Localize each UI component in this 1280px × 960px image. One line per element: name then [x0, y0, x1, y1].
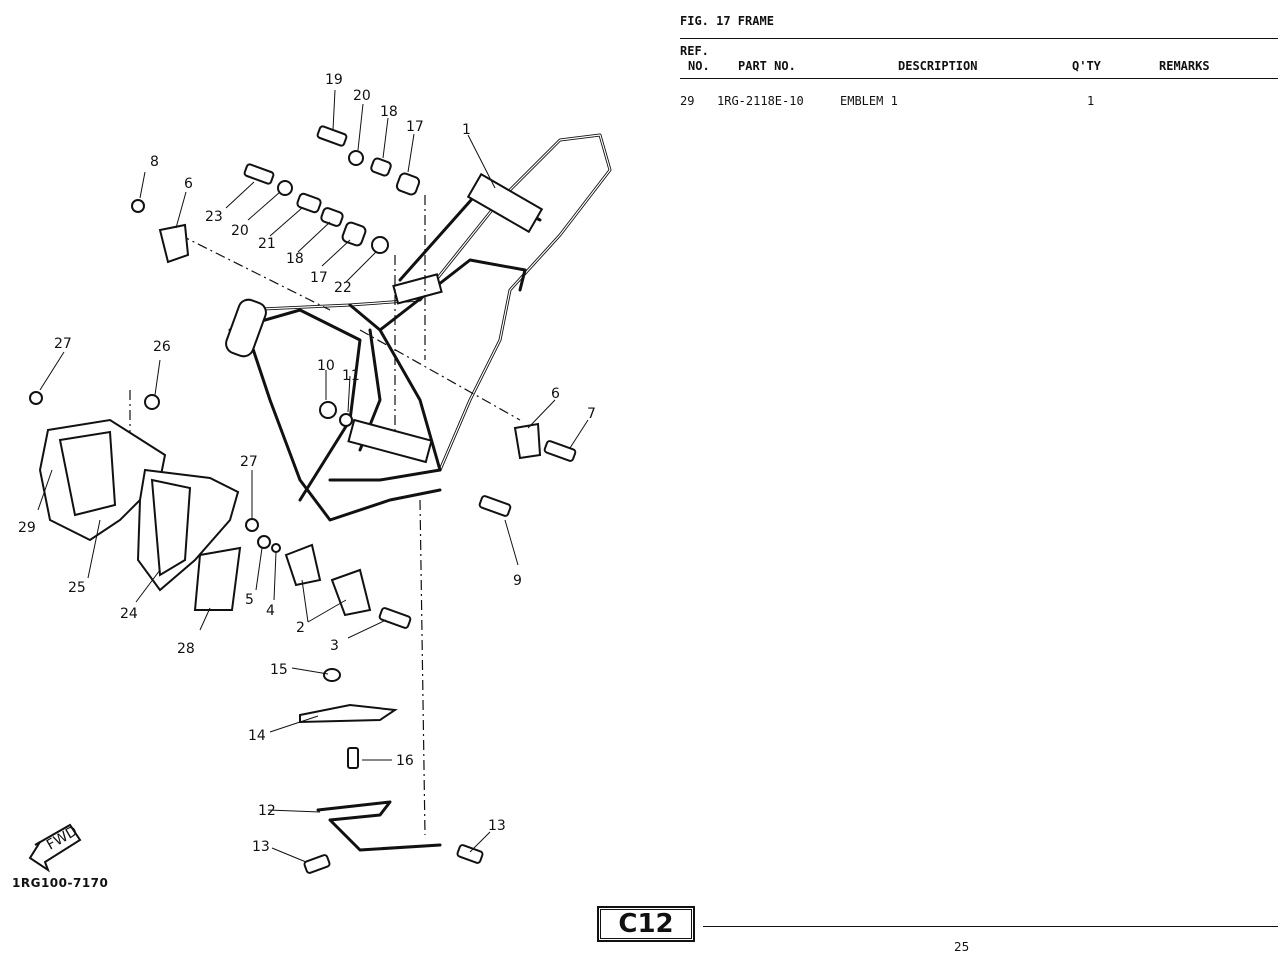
fastener-parts — [29, 125, 577, 874]
row-ref: 29 — [680, 94, 695, 108]
callout-5: 5 — [245, 592, 254, 608]
callout-15: 15 — [270, 662, 288, 678]
callout-20-lower: 20 — [231, 223, 249, 239]
callout-17-upper: 17 — [406, 119, 424, 135]
section-label: C12 — [597, 906, 695, 942]
callout-17-lower: 17 — [310, 270, 328, 286]
callout-22: 22 — [334, 280, 352, 296]
callout-28: 28 — [177, 641, 195, 657]
col-part-no: PART NO. — [738, 59, 796, 73]
col-qty: Q'TY — [1072, 59, 1101, 73]
fwd-arrow: FWD — [28, 823, 82, 873]
callout-18-upper: 18 — [380, 104, 398, 120]
figure-title: FIG. 17 FRAME — [680, 14, 774, 28]
callout-13-left: 13 — [252, 839, 270, 855]
col-description: DESCRIPTION — [898, 59, 978, 73]
callout-29: 29 — [18, 520, 36, 536]
row-qty: 1 — [1087, 94, 1095, 108]
callout-6-upper: 6 — [184, 176, 193, 192]
frame-assembly — [225, 133, 612, 522]
callout-16: 16 — [396, 753, 414, 769]
callout-21: 21 — [258, 236, 276, 252]
assembly-guide-lines — [129, 195, 521, 836]
callout-10: 10 — [317, 358, 335, 374]
callout-20-upper: 20 — [353, 88, 371, 104]
header-rule-top — [680, 38, 1278, 39]
callout-19: 19 — [325, 72, 343, 88]
col-ref-no-line1: REF. — [680, 44, 709, 58]
callout-6-lower: 6 — [551, 386, 560, 402]
callout-7: 7 — [587, 406, 596, 422]
callout-4: 4 — [266, 603, 275, 619]
callout-14: 14 — [248, 728, 266, 744]
callout-2: 2 — [296, 620, 305, 636]
row-description: EMBLEM 1 — [840, 94, 898, 108]
callout-8: 8 — [150, 154, 159, 170]
callout-3: 3 — [330, 638, 339, 654]
callout-26: 26 — [153, 339, 171, 355]
callout-numbers: 1 2 3 4 5 6 6 7 8 9 10 11 12 13 13 14 15… — [18, 72, 596, 855]
page-number: 25 — [954, 940, 970, 954]
callout-23: 23 — [205, 209, 223, 225]
exploded-frame-diagram: FWD — [18, 72, 612, 874]
col-remarks: REMARKS — [1159, 59, 1210, 73]
side-covers — [38, 418, 242, 611]
callout-27-right: 27 — [240, 454, 258, 470]
leader-lines — [37, 89, 589, 863]
row-part-no: 1RG-2118E-10 — [717, 94, 804, 108]
callout-18-lower: 18 — [286, 251, 304, 267]
header-rule-bottom — [680, 78, 1278, 79]
footer-rule — [703, 926, 1278, 927]
col-ref-no-line2: NO. — [688, 59, 710, 73]
callout-27-left: 27 — [54, 336, 72, 352]
callout-12: 12 — [258, 803, 276, 819]
callout-1: 1 — [462, 122, 471, 138]
callout-13-right: 13 — [488, 818, 506, 834]
diagram-code: 1RG100-7170 — [12, 876, 109, 890]
callout-11: 11 — [342, 368, 360, 384]
callout-24: 24 — [120, 606, 138, 622]
callout-9: 9 — [513, 573, 522, 589]
callout-25: 25 — [68, 580, 86, 596]
